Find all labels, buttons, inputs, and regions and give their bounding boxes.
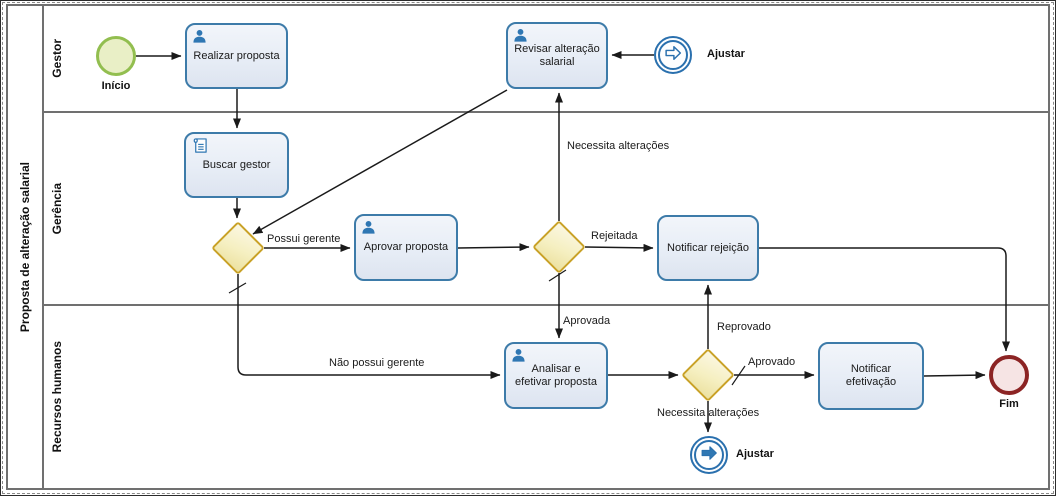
pool-header: Proposta de alteração salarial (8, 6, 44, 488)
task-label: Buscar gestor (202, 158, 271, 171)
pool-proposta: Proposta de alteração salarial Gestor Ge… (6, 4, 1050, 490)
task-notificar-efetivacao[interactable]: Notificar efetivação (818, 342, 924, 410)
flow-label-rejeitada: Rejeitada (591, 230, 638, 242)
lanes-container: Gestor Gerência Recursos humanos (44, 6, 1048, 488)
task-label: Analisar e efetivar proposta (515, 362, 597, 388)
task-notificar-rejeicao[interactable]: Notificar rejeição (657, 215, 759, 281)
lane-recursos-humanos: Recursos humanos (44, 304, 1048, 488)
end-event-label: Fim (999, 398, 1019, 410)
user-icon (192, 29, 207, 48)
task-label: Notificar rejeição (667, 241, 749, 254)
link-throw-event-ajustar[interactable] (690, 436, 728, 474)
link-throw-event-label: Ajustar (736, 448, 774, 460)
task-realizar-proposta[interactable]: Realizar proposta (185, 23, 288, 89)
end-event[interactable] (989, 355, 1029, 395)
link-arrow-solid-icon (698, 442, 720, 469)
user-icon (361, 220, 376, 239)
flow-label-aprovado: Aprovado (748, 356, 796, 368)
task-aprovar-proposta[interactable]: Aprovar proposta (354, 214, 458, 281)
user-icon (513, 28, 528, 47)
flow-label-aprovada: Aprovada (563, 315, 611, 327)
flow-label-nao-possui-gerente: Não possui gerente (329, 357, 425, 369)
lane-recursos-humanos-label: Recursos humanos (50, 341, 64, 453)
flow-label-necessita-alteracoes-superior: Necessita alterações (567, 140, 670, 152)
flow-label-necessita-alteracoes-inferior: Necessita alterações (657, 407, 760, 419)
user-icon (511, 348, 526, 367)
task-revisar-alteracao-salarial[interactable]: Revisar alteração salarial (506, 22, 608, 89)
lane-gerencia: Gerência (44, 111, 1048, 304)
lane-gestor-label: Gestor (50, 39, 64, 78)
task-analisar-efetivar-proposta[interactable]: Analisar e efetivar proposta (504, 342, 608, 409)
start-event[interactable] (96, 36, 136, 76)
task-label: Revisar alteração salarial (514, 42, 600, 68)
pool-label: Proposta de alteração salarial (18, 161, 32, 333)
task-label: Notificar efetivação (845, 363, 897, 388)
flow-label-reprovado: Reprovado (717, 321, 771, 333)
task-label: Realizar proposta (193, 49, 280, 62)
lane-gerencia-label: Gerência (50, 182, 64, 235)
link-arrow-outline-icon (662, 42, 684, 69)
flow-label-possui-gerente: Possui gerente (267, 233, 341, 245)
link-catch-event-label: Ajustar (707, 48, 745, 60)
task-label: Aprovar proposta (363, 241, 449, 253)
task-buscar-gestor[interactable]: Buscar gestor (184, 132, 289, 198)
link-catch-event-ajustar[interactable] (654, 36, 692, 74)
start-event-label: Início (101, 80, 131, 92)
script-icon (191, 138, 208, 158)
